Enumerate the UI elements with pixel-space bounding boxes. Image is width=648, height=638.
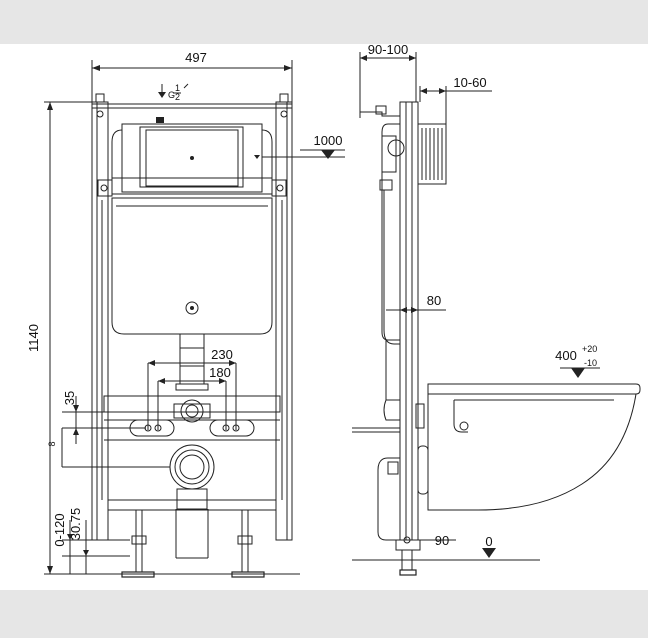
- flush-height-label: 1000: [314, 133, 343, 148]
- front-view: 497: [26, 50, 345, 578]
- bracket-depth-label: 90-100: [368, 42, 408, 57]
- frame-depth-dimension: 80: [386, 293, 446, 313]
- floor-gap-label: 90: [435, 533, 449, 548]
- panel-gap-label: 10-60: [453, 75, 486, 90]
- wall-bracket: [359, 94, 400, 117]
- frame-depth-label: 80: [427, 293, 441, 308]
- panel-gap-dimension: 10-60: [419, 75, 492, 130]
- outlet-pipe-side: [352, 403, 429, 541]
- flush-mechanism: [97, 123, 345, 197]
- side-view: 90-100 10-60: [352, 42, 641, 576]
- mount-dimensions: 230 180: [147, 347, 237, 430]
- offset-label: 35: [62, 391, 77, 405]
- cistern-body: [111, 197, 273, 391]
- flush-plate: [417, 123, 447, 185]
- mount-outer-label: 230: [211, 347, 233, 362]
- bracket-depth-dimension: 90-100: [359, 42, 417, 118]
- inlet-valve: G 1 2: [156, 83, 189, 123]
- wall-hung-bowl: [427, 383, 641, 511]
- flush-height-marker: 1000: [300, 133, 345, 159]
- mount-inner-label: 180: [209, 365, 231, 380]
- foot-min-label: 30.75: [68, 508, 83, 541]
- foot-dimensions: 0-120 30.75: [52, 508, 130, 575]
- inlet-fraction-den: 2: [175, 92, 180, 102]
- svg-text:8: 8: [47, 441, 57, 446]
- foot-range-label: 0-120: [52, 513, 67, 546]
- bowl-height-label: 400: [555, 348, 577, 363]
- top-band: [0, 0, 648, 44]
- width-label: 497: [185, 50, 207, 65]
- bottom-band: [0, 590, 648, 638]
- floor-level-label: 0: [485, 534, 492, 549]
- bowl-height-marker: 400 +20 -10: [555, 344, 600, 378]
- inlet-symbol: G: [168, 90, 175, 100]
- mounting-plate: [129, 399, 255, 437]
- bowl-tol-plus: +20: [582, 344, 597, 354]
- floor-zero-marker: 0: [352, 534, 540, 561]
- bracket-clip: [375, 105, 387, 115]
- offset-dimension: 35 8: [47, 391, 170, 468]
- legs: [121, 509, 265, 578]
- height-label: 1140: [26, 324, 41, 352]
- floor-gap-dimension: 90: [420, 533, 456, 548]
- height-dimension: 1140: [26, 101, 92, 574]
- bowl-tol-minus: -10: [584, 358, 597, 368]
- cistern-side: [379, 123, 405, 421]
- outlet-elbow: [169, 444, 215, 559]
- width-dimension: 497: [91, 50, 293, 102]
- side-frame: [395, 101, 421, 576]
- inlet-fraction-num: 1: [175, 83, 180, 93]
